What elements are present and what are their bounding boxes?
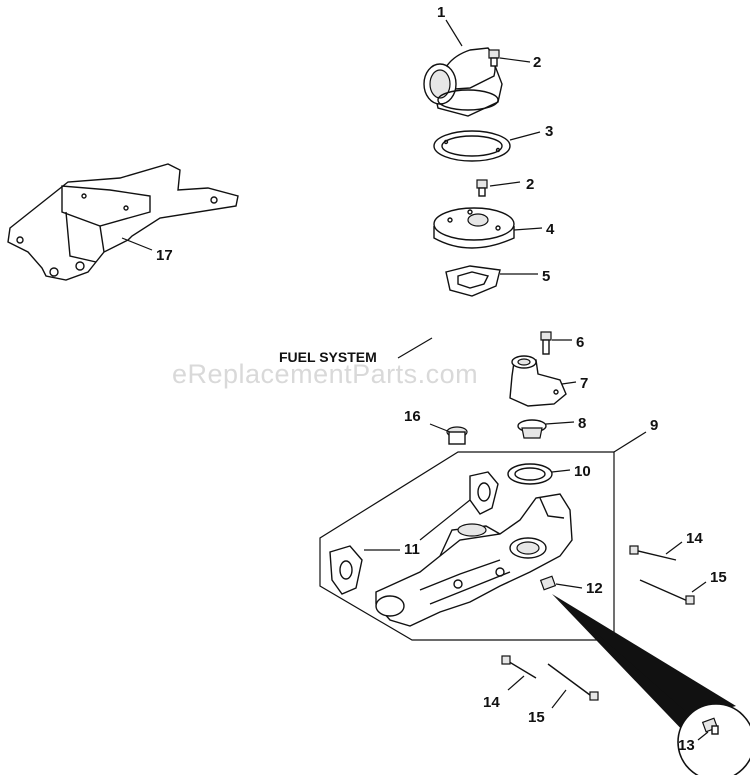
leader-9 xyxy=(613,431,647,453)
detail-zoom-cone xyxy=(552,594,736,718)
part-8-thermostat[interactable] xyxy=(517,419,547,439)
leader-7 xyxy=(561,381,577,385)
callout-14b: 14 xyxy=(483,694,500,711)
callout-3: 3 xyxy=(545,123,553,140)
part-15-bolt-bottom[interactable] xyxy=(547,663,599,701)
leader-1 xyxy=(445,19,463,47)
part-2-screw-middle[interactable] xyxy=(476,179,488,197)
leader-16 xyxy=(429,423,451,433)
detail-zoom-cone-lower xyxy=(552,594,700,736)
leader-2b xyxy=(489,181,521,187)
leader-12 xyxy=(555,583,583,589)
callout-5: 5 xyxy=(542,268,550,285)
part-7-thermostat-housing[interactable] xyxy=(509,355,567,407)
leader-2a xyxy=(499,57,531,63)
callout-11: 11 xyxy=(404,541,420,558)
leader-14a xyxy=(665,541,683,555)
leader-15a xyxy=(691,581,707,593)
callout-15a: 15 xyxy=(710,569,727,586)
callout-14a: 14 xyxy=(686,530,703,547)
watermark-text: eReplacementParts.com xyxy=(172,359,478,389)
callout-9: 9 xyxy=(650,417,658,434)
part-1-outlet-elbow[interactable] xyxy=(423,47,503,117)
part-2-screw-top[interactable] xyxy=(488,49,500,67)
part-17-bracket[interactable] xyxy=(7,163,239,281)
callout-1: 1 xyxy=(437,4,445,21)
callout-16: 16 xyxy=(404,408,421,425)
callout-2a: 2 xyxy=(533,54,541,71)
callout-10: 10 xyxy=(574,463,591,480)
leader-3 xyxy=(509,131,541,141)
leader-fuel-system xyxy=(397,337,433,359)
callout-17: 17 xyxy=(156,247,173,264)
part-14-bolt-bottom[interactable] xyxy=(501,655,537,679)
leader-10 xyxy=(551,469,571,473)
leader-11b xyxy=(419,499,471,541)
leader-14b xyxy=(507,675,525,691)
part-4-housing-cover[interactable] xyxy=(433,207,515,249)
leader-17 xyxy=(121,237,153,251)
callout-2b: 2 xyxy=(526,176,534,193)
part-12-fitting[interactable] xyxy=(539,575,557,591)
callout-13: 13 xyxy=(678,737,695,754)
detail-circle-13 xyxy=(677,703,750,775)
callout-4: 4 xyxy=(546,221,555,238)
part-13-fitting-detail[interactable] xyxy=(701,717,719,735)
leader-13 xyxy=(697,731,709,741)
part-11-gasket-left[interactable] xyxy=(329,545,363,595)
part-11-gasket-right[interactable] xyxy=(469,471,499,515)
part-14-bolt-right[interactable] xyxy=(629,545,677,561)
callout-6: 6 xyxy=(576,334,584,351)
leader-8 xyxy=(545,421,575,425)
callout-15b: 15 xyxy=(528,709,545,726)
intake-manifold[interactable] xyxy=(375,493,573,627)
part-3-gasket[interactable] xyxy=(433,130,511,162)
leader-15b xyxy=(551,689,567,709)
callout-12: 12 xyxy=(586,580,603,597)
part-10-gasket[interactable] xyxy=(507,463,553,485)
part-15-bolt-right[interactable] xyxy=(639,579,695,605)
part-16-plug[interactable] xyxy=(446,426,468,445)
fuel-system-label: FUEL SYSTEM xyxy=(279,349,377,365)
callout-7: 7 xyxy=(580,375,588,392)
part-5-gasket[interactable] xyxy=(445,265,501,297)
callout-8: 8 xyxy=(578,415,586,432)
part-6-bolt[interactable] xyxy=(540,331,552,355)
leader-4 xyxy=(513,227,543,231)
